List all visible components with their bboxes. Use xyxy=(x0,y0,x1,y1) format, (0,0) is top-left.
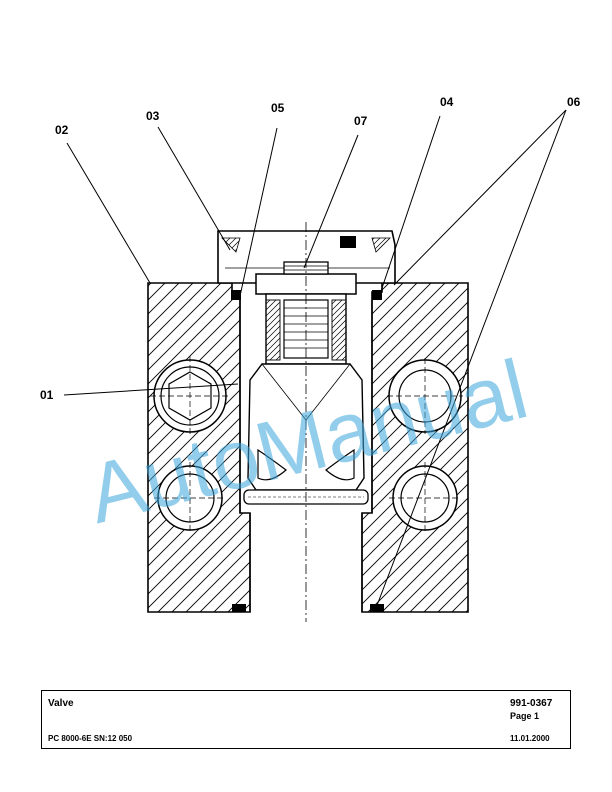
bolt-right-upper xyxy=(387,358,463,434)
callout-06: 06 xyxy=(567,95,581,109)
callout-02: 02 xyxy=(55,123,69,137)
callout-07: 07 xyxy=(354,114,368,128)
valve-cover xyxy=(217,230,396,284)
valve-cross-section-drawing: 01 02 03 05 07 04 06 AutoManual xyxy=(40,95,581,622)
machine-model: PC 8000-6E SN:12 050 xyxy=(48,734,133,743)
page-number: Page 1 xyxy=(510,711,540,721)
callout-01: 01 xyxy=(40,388,54,402)
bolt-left-lower xyxy=(154,462,226,534)
spring-cage xyxy=(265,293,347,365)
leader-lines xyxy=(63,109,567,609)
central-bore xyxy=(239,300,373,612)
callout-04: 04 xyxy=(440,95,454,109)
drawing-title: Valve xyxy=(48,698,74,709)
title-block: Valve PC 8000-6E SN:12 050 991-0367 Page… xyxy=(41,690,571,749)
o-ring-seals xyxy=(231,290,384,612)
bolt-left-upper xyxy=(150,356,230,436)
callout-05: 05 xyxy=(271,101,285,115)
document-number: 991-0367 xyxy=(510,698,553,709)
callout-03: 03 xyxy=(146,109,160,123)
document-date: 11.01.2000 xyxy=(510,734,550,743)
